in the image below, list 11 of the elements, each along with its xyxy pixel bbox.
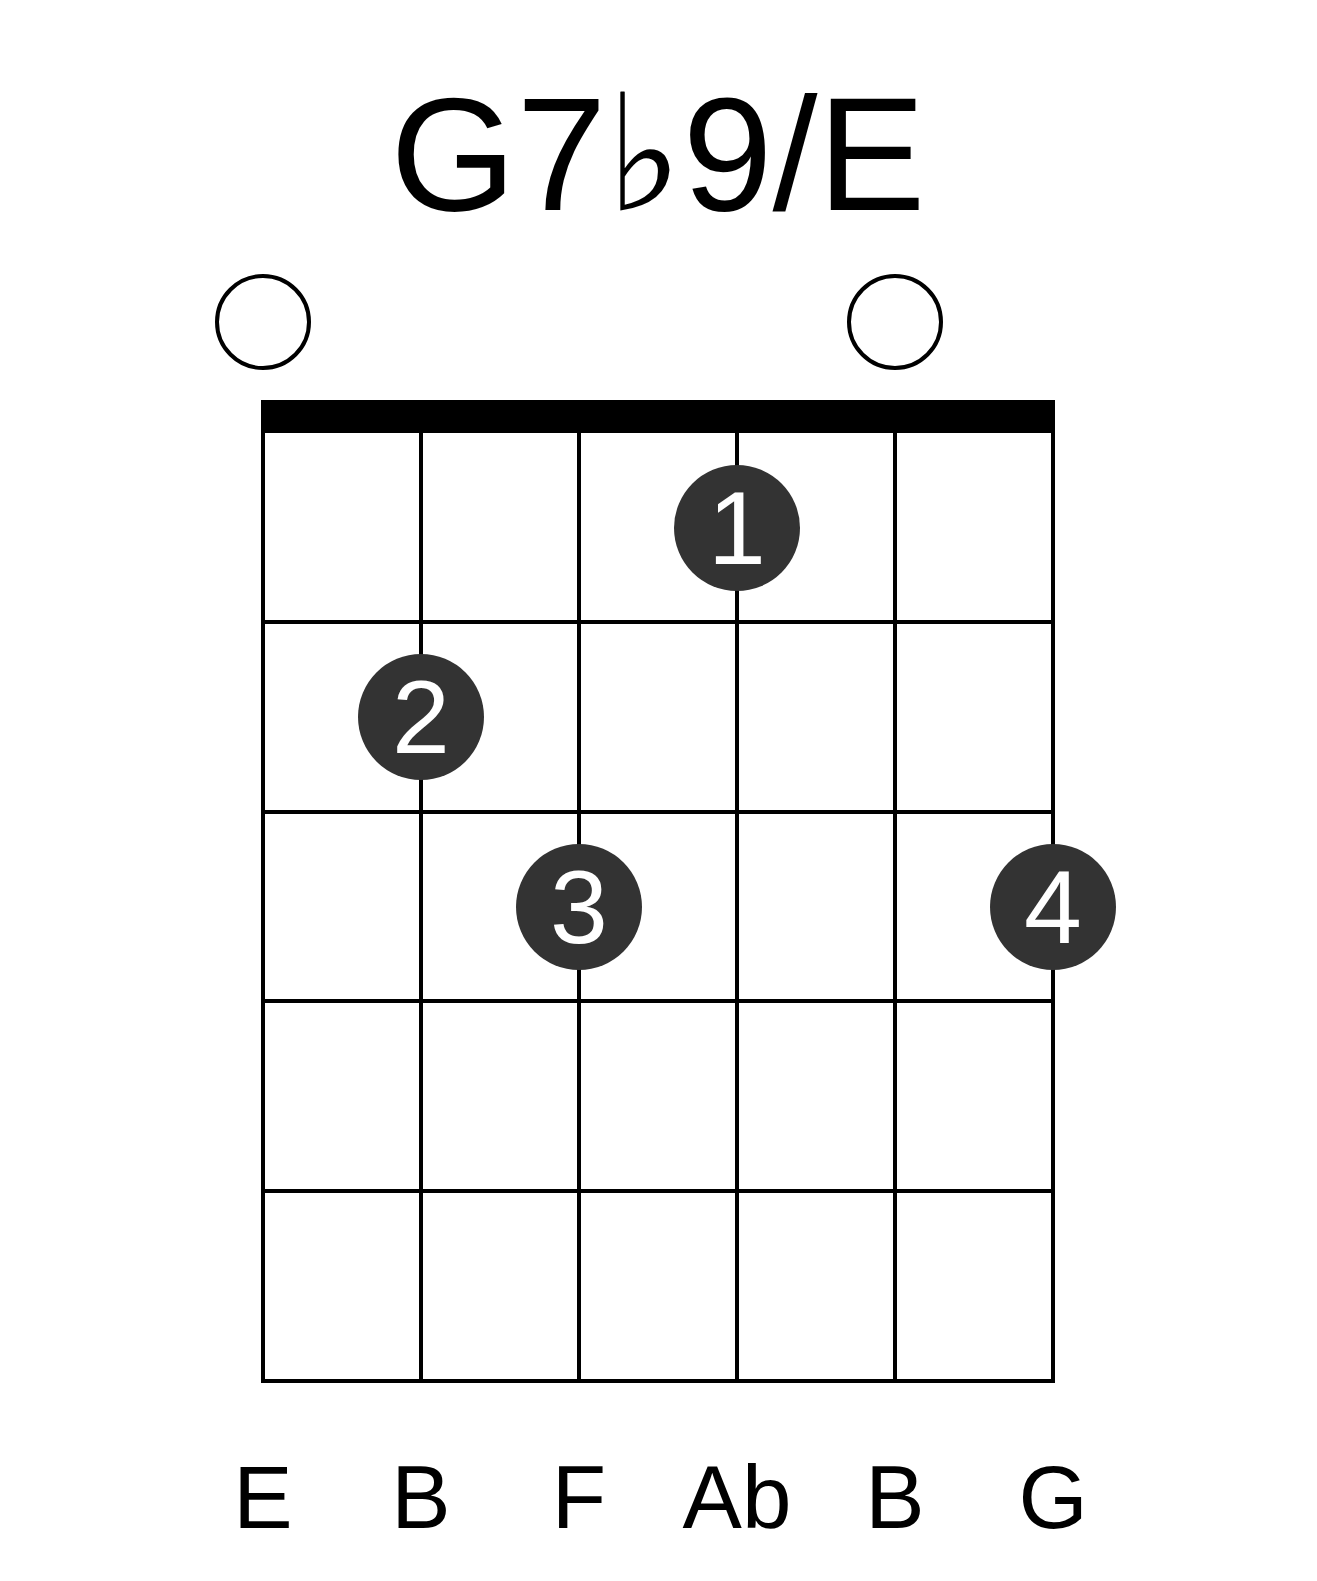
note-name: G [1018, 1453, 1088, 1542]
finger-number: 4 [1024, 855, 1082, 959]
note-name: B [391, 1453, 451, 1542]
finger-number: 3 [550, 855, 608, 959]
note-name: Ab [682, 1453, 792, 1542]
note-name: F [551, 1453, 607, 1542]
finger-number: 2 [392, 665, 450, 769]
finger-number: 1 [708, 476, 766, 580]
note-name: B [865, 1453, 925, 1542]
chord-title: G7♭9/E [390, 73, 926, 235]
note-name: E [233, 1453, 293, 1542]
